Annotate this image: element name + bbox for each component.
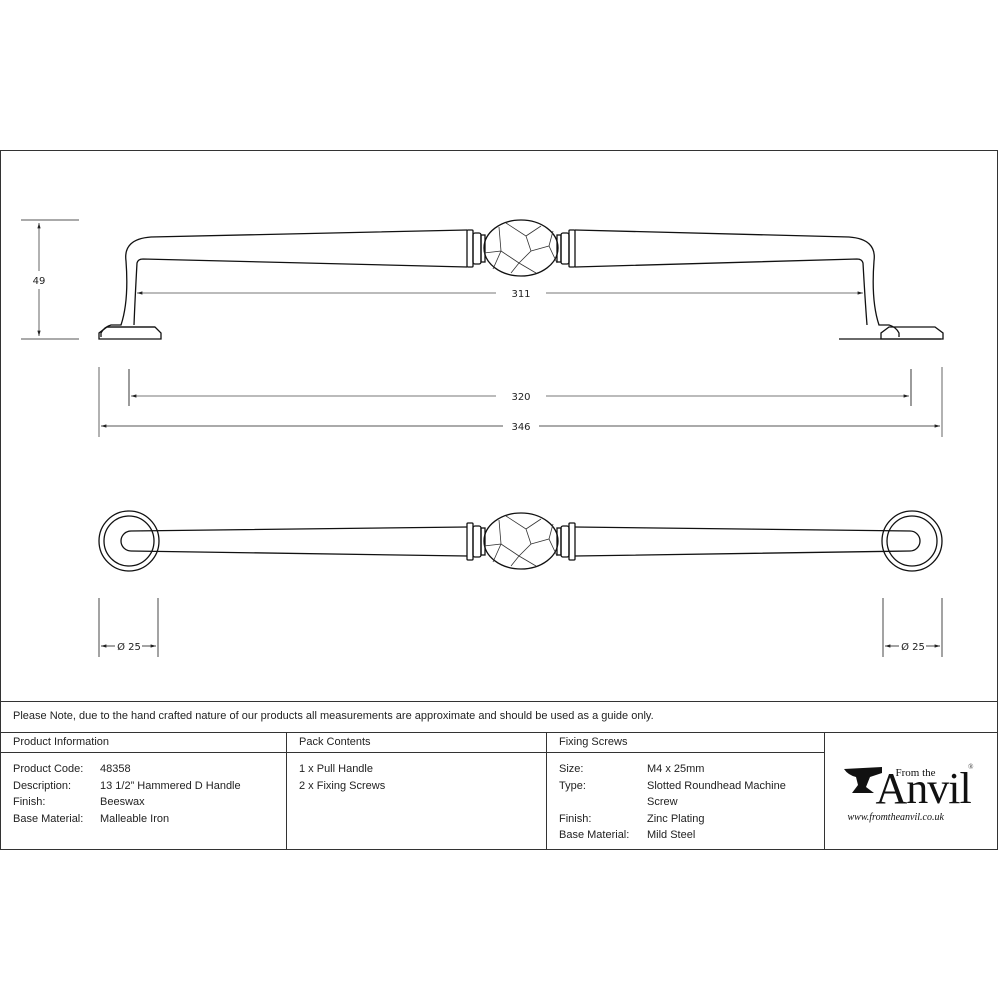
- measurement-note: Please Note, due to the hand crafted nat…: [1, 701, 998, 732]
- value: Zinc Plating: [647, 812, 705, 825]
- label: Type:: [559, 779, 586, 792]
- dim-label-inner-span: 311: [511, 289, 530, 300]
- label: Product Code:: [13, 763, 84, 775]
- logo-from-the: From the: [895, 766, 936, 779]
- value: 48358: [100, 763, 131, 775]
- product-code-row: Product Code: 48358: [13, 761, 274, 778]
- label: Finish:: [13, 796, 46, 808]
- logo-url: www.fromtheanvil.co.uk: [847, 811, 944, 823]
- type-row: Type: Slotted Roundhead Machine Screw: [559, 778, 812, 811]
- handle-technical-drawing: 49 311 320 346: [21, 219, 944, 657]
- pack-item: 2 x Fixing Screws: [299, 779, 386, 792]
- dim-label-overall: 346: [511, 422, 530, 433]
- size-row: Size: M4 x 25mm: [559, 761, 812, 778]
- product-information-heading: Product Information: [1, 733, 286, 753]
- label: Size:: [559, 763, 584, 775]
- label: Base Material:: [13, 812, 84, 825]
- fixing-screws-heading: Fixing Screws: [547, 733, 824, 753]
- finish-row: Finish: Zinc Plating: [559, 811, 812, 828]
- value: Mild Steel: [647, 829, 696, 841]
- product-info-table: Product Information Product Code: 48358 …: [1, 732, 998, 850]
- registered-mark: ®: [968, 762, 974, 771]
- dim-height: [21, 219, 79, 340]
- dim-rose-left: [98, 598, 159, 657]
- dim-centres: [128, 369, 912, 406]
- pack-item: 1 x Pull Handle: [299, 763, 373, 775]
- pack-contents-heading: Pack Contents: [287, 733, 546, 753]
- dim-rose-right: [882, 598, 943, 657]
- base-material-row: Base Material: Mild Steel: [559, 827, 812, 844]
- dim-label-centres: 320: [511, 392, 530, 403]
- hammered-ball-texture-top: [483, 515, 558, 567]
- from-the-anvil-logo: Anvil From the ® www.fromtheanvil.co.uk: [823, 733, 998, 850]
- label: Description:: [13, 779, 72, 792]
- description-row: Description: 13 1/2” Hammered D Handle: [13, 778, 274, 795]
- value: Slotted Roundhead Machine Screw: [647, 779, 786, 809]
- dim-label-rose-right: Ø 25: [901, 641, 925, 653]
- dim-label-rose-left: Ø 25: [117, 641, 141, 653]
- finish-row: Finish: Beeswax: [13, 794, 274, 811]
- value: Malleable Iron: [100, 812, 170, 825]
- base-material-row: Base Material: Malleable Iron: [13, 811, 274, 828]
- top-view-handle: [98, 510, 943, 572]
- fixing-screws-column: Fixing Screws Size: M4 x 25mm Type: Slot…: [547, 733, 825, 850]
- pack-contents-column: Pack Contents 1 x Pull Handle 2 x Fixing…: [287, 733, 547, 850]
- dim-overall: [98, 367, 943, 437]
- side-view-handle: [98, 219, 944, 340]
- dim-label-height: 49: [33, 276, 46, 287]
- anvil-icon: [843, 766, 882, 793]
- product-information-column: Product Information Product Code: 48358 …: [1, 733, 287, 850]
- value: M4 x 25mm: [647, 763, 705, 775]
- technical-drawing-sheet: 49 311 320 346: [0, 150, 998, 850]
- logo-brand: Anvil: [875, 763, 972, 813]
- label: Finish:: [559, 812, 592, 825]
- hammered-ball-texture: [483, 222, 558, 274]
- value: 13 1/2” Hammered D Handle: [100, 779, 241, 792]
- value: Beeswax: [100, 796, 145, 808]
- label: Base Material:: [559, 829, 630, 841]
